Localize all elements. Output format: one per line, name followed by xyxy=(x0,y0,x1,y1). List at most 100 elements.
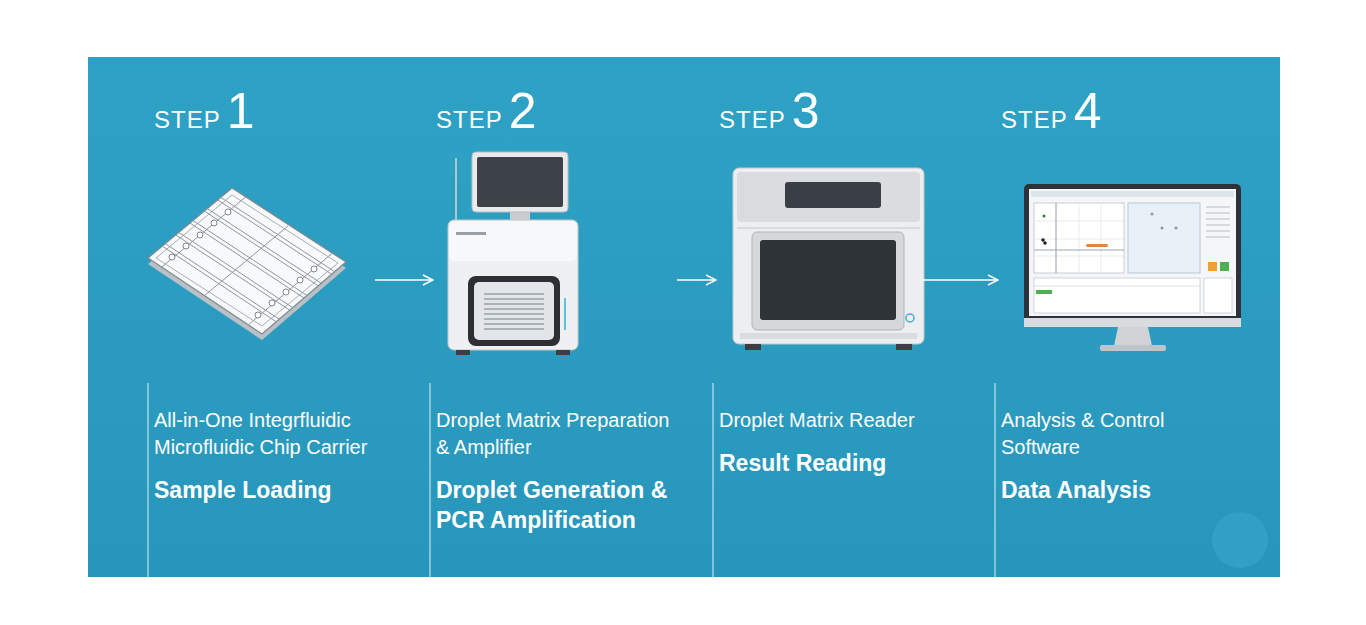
logo-mark xyxy=(456,232,486,235)
step-column: STEP4Analysis & Control SoftwareData Ana… xyxy=(1001,86,1169,505)
touch-screen xyxy=(477,157,563,207)
channel-line xyxy=(193,221,307,296)
vent-line xyxy=(484,318,544,320)
well xyxy=(283,289,289,295)
power-button xyxy=(906,314,914,322)
step-word: STEP xyxy=(154,95,221,145)
monitor-base xyxy=(1100,345,1166,351)
monitor-illustration xyxy=(1024,184,1241,351)
vent-line xyxy=(484,298,544,300)
well xyxy=(183,243,189,249)
well xyxy=(169,254,175,260)
grid-line xyxy=(1101,203,1102,273)
divider-line xyxy=(148,383,149,577)
well xyxy=(225,209,231,215)
data-point xyxy=(1041,238,1045,242)
list-line xyxy=(1206,213,1230,214)
step-word: STEP xyxy=(436,95,503,145)
well xyxy=(255,312,261,318)
step-word: STEP xyxy=(1001,95,1068,145)
reader-illustration xyxy=(733,168,924,350)
well xyxy=(269,300,275,306)
well xyxy=(211,220,217,226)
cross-bar xyxy=(248,253,332,325)
reader-body xyxy=(733,168,924,344)
device-foot xyxy=(456,350,470,355)
monitor-screen xyxy=(1029,189,1236,316)
component-name: All-in-One Integrfluidic Microfluidic Ch… xyxy=(154,407,372,461)
data-point xyxy=(1043,241,1047,245)
data-point xyxy=(1161,227,1164,230)
antenna xyxy=(455,158,457,220)
grid-line xyxy=(1056,203,1057,273)
divider-line xyxy=(995,383,996,577)
results-table xyxy=(1034,278,1200,313)
list-line xyxy=(1206,225,1230,226)
monitor-chin xyxy=(1024,318,1241,327)
cross-bar xyxy=(162,197,246,267)
list-line xyxy=(1206,219,1230,220)
step-column: STEP2Droplet Matrix Preparation & Amplif… xyxy=(436,86,674,535)
well xyxy=(197,232,203,238)
chip-carrier-illustration xyxy=(148,188,346,340)
device-body xyxy=(448,220,578,350)
vent-line xyxy=(484,313,544,315)
component-name: Droplet Matrix Reader xyxy=(719,407,919,434)
list-line xyxy=(1206,237,1230,238)
step-number: 4 xyxy=(1074,86,1102,136)
reader-bottom-strip xyxy=(740,333,917,339)
carrier-inner-frame xyxy=(156,195,338,326)
reader-screen-frame xyxy=(752,232,904,330)
plot-grid xyxy=(1034,203,1124,273)
well xyxy=(311,266,317,272)
carrier-wells xyxy=(169,209,317,318)
data-point xyxy=(1151,213,1154,216)
divider-line xyxy=(430,383,431,577)
component-name: Analysis & Control Software xyxy=(1001,407,1169,461)
reader-foot xyxy=(896,344,912,350)
list-line xyxy=(1206,231,1230,232)
flow-arrow xyxy=(677,279,716,281)
well xyxy=(297,277,303,283)
step-action: Sample Loading xyxy=(154,475,372,505)
flow-arrow xyxy=(375,279,433,281)
column-dividers xyxy=(148,383,995,577)
vent-line xyxy=(484,293,544,295)
step-action: Result Reading xyxy=(719,448,919,478)
step-action: Droplet Generation & PCR Amplification xyxy=(436,475,674,535)
divider-line xyxy=(713,383,714,577)
amplifier-illustration xyxy=(448,152,578,355)
list-line xyxy=(1206,207,1230,208)
side-plot-area xyxy=(1128,203,1200,273)
front-window xyxy=(474,282,554,340)
grid-line xyxy=(1079,203,1080,273)
progress-bar xyxy=(1036,290,1052,294)
teal-panel xyxy=(88,57,1280,577)
reader-slot xyxy=(785,182,881,208)
touch-screen-frame xyxy=(472,152,568,212)
monitor-frame xyxy=(1024,184,1241,327)
side-list xyxy=(1206,207,1230,237)
data-point xyxy=(1043,215,1046,218)
step-column: STEP1All-in-One Integrfluidic Microfluid… xyxy=(154,86,372,505)
step-word: STEP xyxy=(719,95,786,145)
data-cluster xyxy=(1086,244,1108,247)
reader-screen xyxy=(760,240,896,320)
faint-circle xyxy=(1212,512,1268,568)
vent-line xyxy=(484,308,544,310)
status-light xyxy=(564,298,566,330)
vent-line xyxy=(484,323,544,325)
channel-line xyxy=(162,246,276,322)
table-rule xyxy=(1034,286,1200,287)
vent-line xyxy=(484,328,544,330)
carrier-channels xyxy=(162,197,335,325)
scatter-plot-area xyxy=(1034,203,1124,273)
front-window-frame xyxy=(468,276,560,346)
step-number: 2 xyxy=(509,86,537,136)
step-number: 1 xyxy=(227,86,255,136)
vent-grille xyxy=(484,294,544,329)
step-action: Data Analysis xyxy=(1001,475,1169,505)
